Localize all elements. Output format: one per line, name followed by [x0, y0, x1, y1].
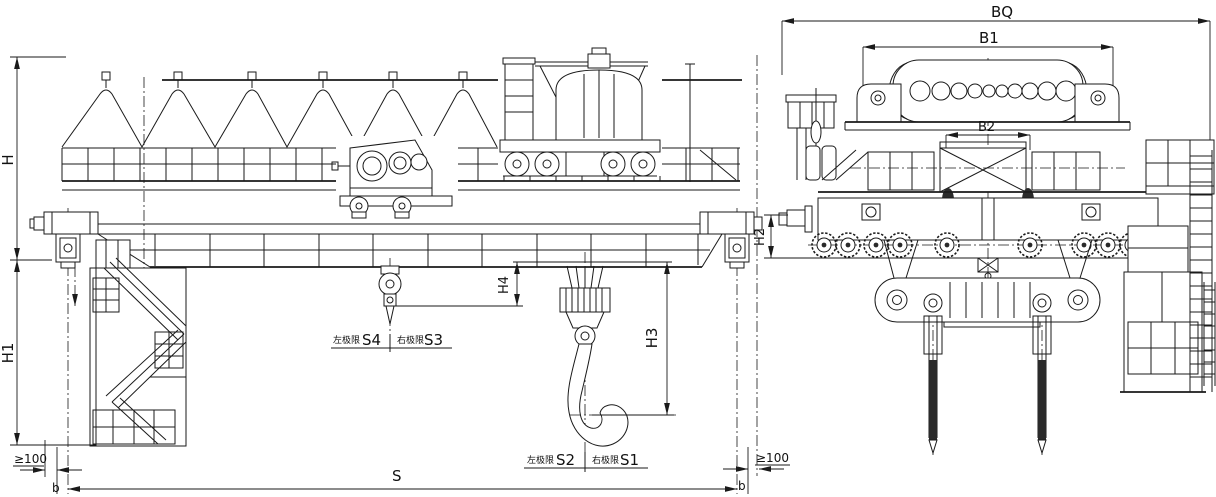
trolley-aux-hoist-unit — [331, 136, 458, 219]
cab-side-window-grid — [1127, 321, 1199, 375]
end-truck-left — [29, 211, 99, 269]
dim-label-B1: B1 — [979, 29, 999, 47]
front-elevation-view: H H1 H4 H3 左极限 S4 右极限 S3 左极限 S2 右极限 — [0, 47, 790, 495]
dim-label-B2: B2 — [978, 120, 995, 135]
access-ladder-small — [1203, 282, 1216, 386]
rail-offset-right-label: b — [738, 479, 746, 493]
dim-label-H3: H3 — [643, 328, 661, 349]
clearance-right-dim: ≥100 b — [723, 451, 790, 493]
clearance-left-dim: ≥100 b — [13, 452, 82, 495]
dimension-H4-H3: H4 H3 — [396, 261, 674, 416]
crab-wheel — [600, 151, 626, 177]
drum-bearing-stand-right — [1074, 83, 1120, 123]
rope-drum-assembly — [844, 59, 1131, 131]
main-hook-limit-labels: 左极限 S2 右极限 S1 — [524, 451, 648, 472]
lifting-beam-assembly — [874, 239, 1101, 455]
clearance-right-label: ≥100 — [756, 451, 789, 465]
runway-rail-left — [60, 261, 76, 269]
dim-label-H1: H1 — [0, 343, 17, 364]
drum-rope-grooves — [909, 80, 1077, 102]
crane-buffer-side — [786, 209, 806, 227]
aux-hook-limit-labels: 左极限 S4 右极限 S3 — [331, 331, 452, 352]
dimension-span-S: S ≥100 b ≥100 b — [13, 440, 790, 495]
main-left-limit-value: S2 — [556, 451, 575, 469]
cab-window-grid-bottom — [92, 409, 176, 445]
dimension-B1: B1 — [862, 29, 1114, 86]
dim-label-S: S — [392, 467, 402, 485]
dimension-B2: B2 — [945, 120, 1031, 150]
end-truck-right — [699, 211, 763, 269]
buffer-left — [33, 216, 45, 231]
main-hook-assembly — [559, 265, 676, 447]
festoon-hangers — [101, 71, 468, 88]
cab-side-view — [1120, 139, 1216, 393]
dim-label-BQ: BQ — [991, 3, 1013, 21]
girder-stiffeners — [154, 234, 699, 267]
buffer-right — [753, 216, 763, 231]
main-hook — [567, 343, 629, 447]
dim-label-H2: H2 — [753, 228, 768, 246]
trolley-travel-motor — [565, 151, 605, 177]
clearance-left-label: ≥100 — [14, 452, 47, 466]
aux-left-limit-value: S4 — [362, 331, 381, 349]
auxiliary-hook-assembly — [378, 265, 402, 325]
aux-right-limit-value: S3 — [424, 331, 443, 349]
end-elevation-view: BQ B1 — [753, 3, 1216, 458]
runway-rail-right — [729, 261, 745, 269]
main-right-limit-value: S1 — [620, 451, 639, 469]
drum-bearing-stand-left — [856, 83, 902, 123]
operator-cab — [89, 239, 187, 447]
cab-stairs — [103, 257, 187, 445]
hanger-rod-right — [1032, 293, 1052, 455]
lifting-crossbeam — [874, 277, 1101, 323]
trolley-main-crab — [498, 47, 662, 177]
crab-wheel — [534, 151, 560, 177]
dimension-BQ: BQ — [781, 3, 1211, 140]
side-view-left-details — [778, 88, 869, 233]
dimension-H-H1: H H1 — [0, 56, 96, 446]
dim-label-H4: H4 — [497, 276, 512, 294]
aux-left-limit-label: 左极限 — [333, 334, 360, 346]
aux-right-limit-label: 右极限 — [397, 334, 424, 346]
main-left-limit-label: 左极限 — [527, 454, 554, 466]
crab-wheel — [630, 151, 656, 177]
hanger-rod-left — [923, 293, 943, 455]
crab-wheel — [504, 151, 530, 177]
cab-window-grid-top — [92, 277, 120, 313]
rail-offset-left-label: b — [52, 481, 60, 495]
trolley-frame-end-view — [817, 141, 1159, 241]
main-right-limit-label: 右极限 — [592, 454, 619, 466]
dimension-H2: H2 — [753, 214, 816, 259]
dim-label-H: H — [0, 154, 17, 165]
access-ladder-main — [1189, 150, 1213, 392]
